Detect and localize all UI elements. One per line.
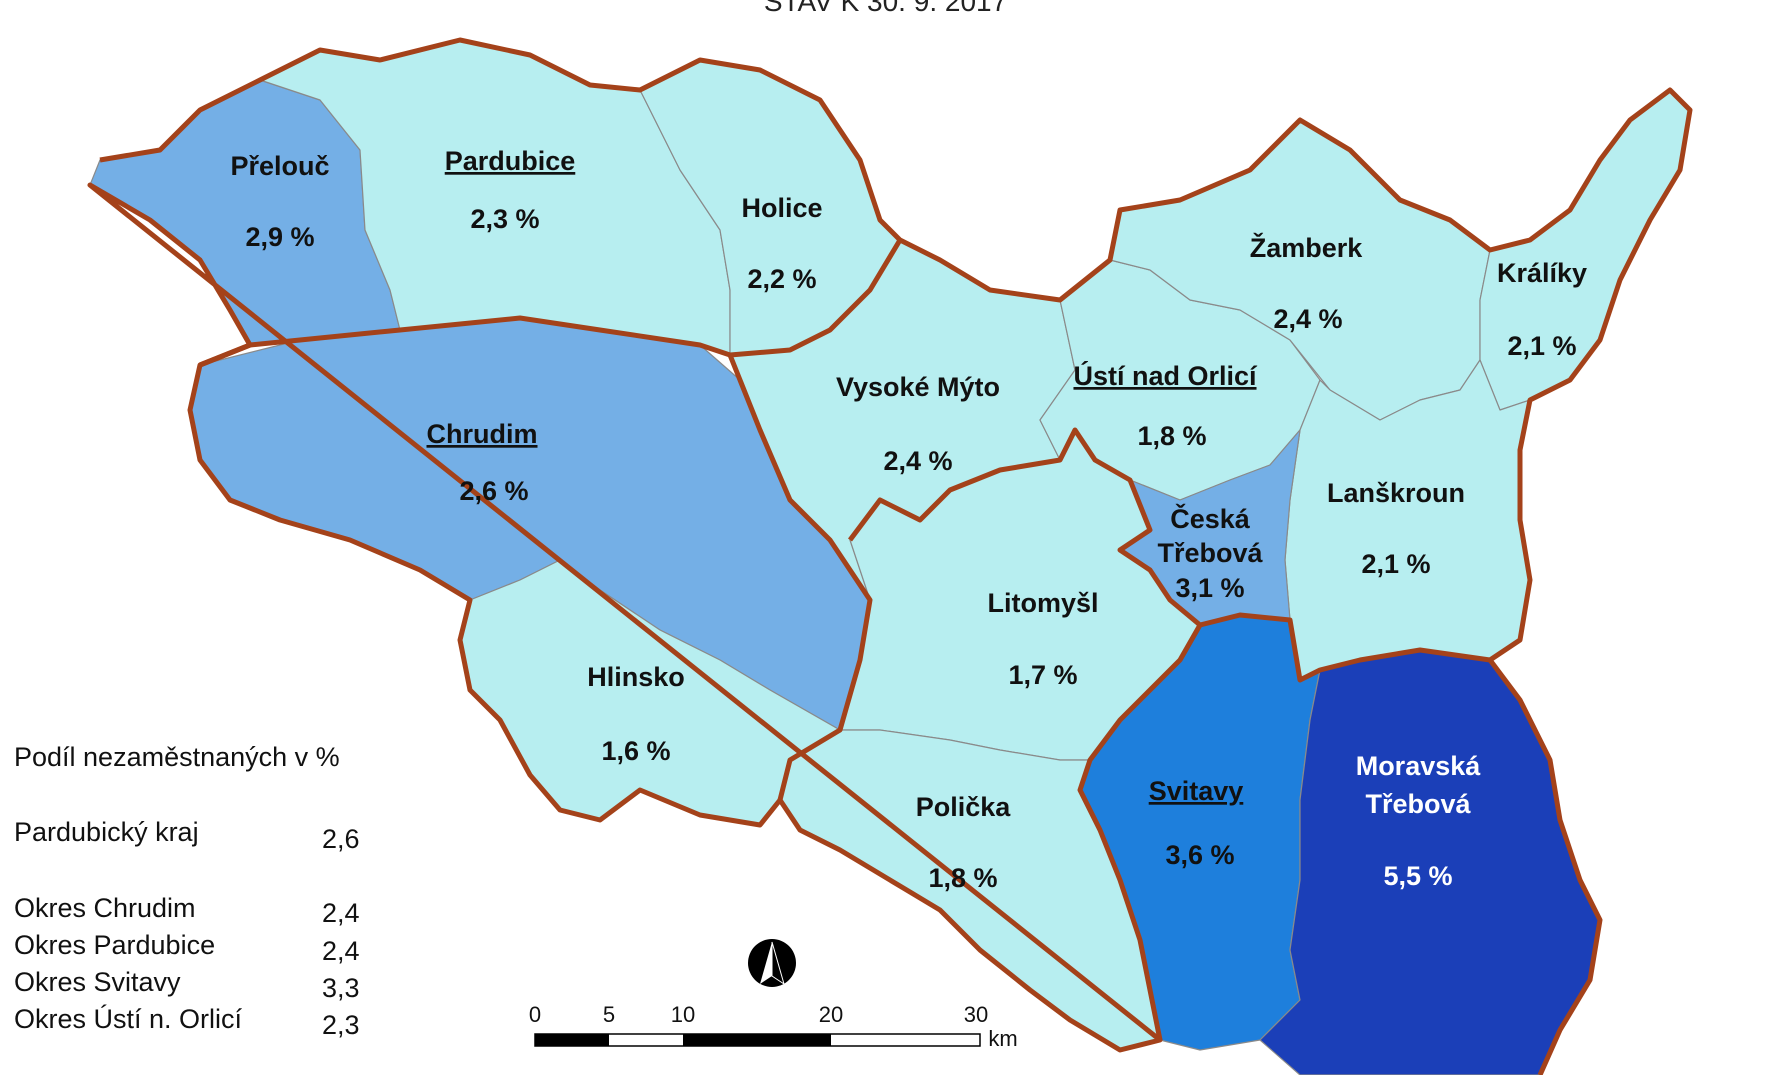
scale-segment-3 xyxy=(683,1034,831,1046)
north-arrow-icon xyxy=(748,939,796,987)
label-kraliky-value: 2,1 % xyxy=(1507,331,1576,361)
legend-row-value: 2,4 xyxy=(322,898,360,928)
label-policka-value: 1,8 % xyxy=(928,863,997,893)
label-vysoke-myto-value: 2,4 % xyxy=(883,446,952,476)
district-borders xyxy=(87,37,1693,1075)
legend-row-value: 2,6 xyxy=(322,824,360,854)
scale-tick-10: 10 xyxy=(671,1002,695,1027)
label-pardubice-name: Pardubice xyxy=(445,146,576,176)
label-chrudim-name: Chrudim xyxy=(427,419,538,449)
legend-row-pardubice: Okres Pardubice xyxy=(14,930,215,961)
region-lanskroun[interactable] xyxy=(1284,359,1531,681)
label-lanskroun-value: 2,1 % xyxy=(1361,549,1430,579)
legend-row-kraj: Pardubický kraj xyxy=(14,817,199,848)
label-chrudim-value: 2,6 % xyxy=(459,476,528,506)
scale-tick-30: 30 xyxy=(964,1002,988,1027)
scale-unit: km xyxy=(988,1026,1017,1051)
label-ceska-trebova-line2: Třebová xyxy=(1157,538,1263,568)
label-litomysl-name: Litomyšl xyxy=(987,588,1098,618)
border-chrudim-east xyxy=(727,354,873,801)
label-moravska-trebova-line2: Třebová xyxy=(1365,789,1471,819)
legend-row-label: Okres Svitavy xyxy=(14,967,181,997)
border-usti-svitavy xyxy=(848,427,1491,683)
legend-row-value: 2,4 xyxy=(322,936,360,966)
label-policka-name: Polička xyxy=(916,792,1012,822)
label-pardubice-value: 2,3 % xyxy=(470,204,539,234)
label-holice-name: Holice xyxy=(741,193,822,223)
label-litomysl-value: 1,7 % xyxy=(1008,660,1077,690)
label-zamberk-value: 2,4 % xyxy=(1273,304,1342,334)
label-zamberk-name: Žamberk xyxy=(1250,232,1364,263)
label-svitavy-value: 3,6 % xyxy=(1165,840,1234,870)
label-lanskroun-name: Lanškroun xyxy=(1327,478,1465,508)
label-hlinsko-value: 1,6 % xyxy=(601,736,670,766)
legend-row-chrudim: Okres Chrudim xyxy=(14,893,196,924)
label-hlinsko-name: Hlinsko xyxy=(587,662,685,692)
legend-row-label: Okres Pardubice xyxy=(14,930,216,960)
legend-row-value: 2,3 xyxy=(322,1010,360,1040)
scale-tick-0: 0 xyxy=(529,1002,541,1027)
label-svitavy-name: Svitavy xyxy=(1149,776,1244,806)
scale-tick-5: 5 xyxy=(603,1002,615,1027)
label-prelouc-name: Přelouč xyxy=(230,151,329,181)
label-moravska-trebova-line1: Moravská xyxy=(1356,751,1482,781)
scale-bar: 0 5 10 20 30 km xyxy=(529,1002,1018,1051)
legend: Podíl nezaměstnaných v % Pardubický kraj… xyxy=(14,0,414,1075)
border-svitavy-policka xyxy=(1077,623,1203,1041)
label-prelouc-value: 2,9 % xyxy=(245,222,314,252)
label-ceska-trebova-value: 3,1 % xyxy=(1175,573,1244,603)
scale-tick-20: 20 xyxy=(819,1002,843,1027)
label-usti-name: Ústí nad Orlicí xyxy=(1073,360,1258,391)
label-ceska-trebova-line1: Česká xyxy=(1170,503,1251,534)
label-holice-value: 2,2 % xyxy=(747,264,816,294)
legend-row-usti: Okres Ústí n. Orlicí xyxy=(14,1004,242,1035)
border-pardubice-chrudim xyxy=(199,238,903,368)
legend-row-value: 3,3 xyxy=(322,973,360,1003)
legend-title: Podíl nezaměstnaných v % xyxy=(14,742,340,772)
legend-row-label: Okres Chrudim xyxy=(14,893,196,923)
label-vysoke-myto-name: Vysoké Mýto xyxy=(836,372,1000,402)
scale-segment-1 xyxy=(535,1034,609,1046)
legend-row-label: Pardubický kraj xyxy=(14,817,199,847)
region-labels: Přelouč 2,9 % Pardubice 2,3 % Holice 2,2… xyxy=(230,146,1587,893)
label-kraliky-name: Králíky xyxy=(1497,258,1587,288)
legend-row-svitavy: Okres Svitavy xyxy=(14,967,181,998)
legend-row-label: Okres Ústí n. Orlicí xyxy=(14,1004,243,1034)
label-moravska-trebova-value: 5,5 % xyxy=(1383,861,1452,891)
map-subtitle: STAV K 30. 9. 2017 xyxy=(763,0,1008,17)
label-usti-value: 1,8 % xyxy=(1137,421,1206,451)
